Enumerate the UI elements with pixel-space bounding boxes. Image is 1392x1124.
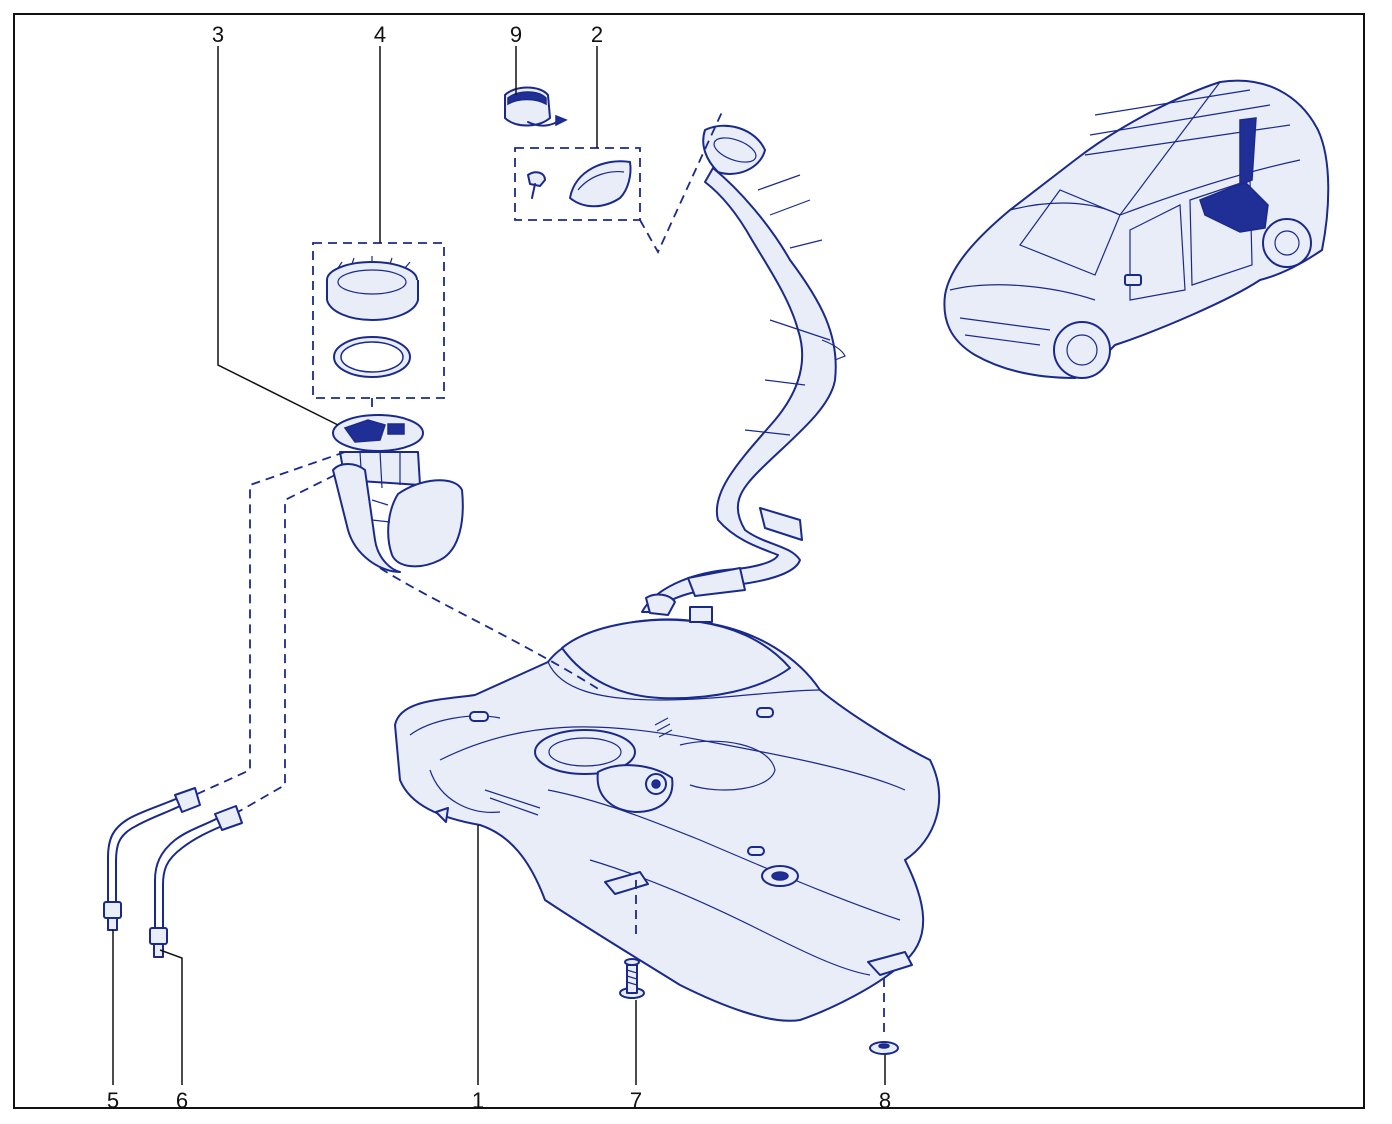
pump-connector-line-a (194, 451, 346, 796)
fuel-cap-housing (527, 160, 632, 208)
vehicle-locator-view (943, 79, 1330, 379)
callout-1: 1 (472, 1088, 484, 1113)
fuel-line-5 (103, 787, 201, 931)
fuel-tank (394, 618, 941, 1022)
pump-connector-line-b (237, 474, 336, 813)
callout-3: 3 (212, 22, 224, 47)
leader-lines (112, 46, 886, 1085)
filler-neck-link-line (639, 111, 723, 254)
callout-7: 7 (630, 1088, 642, 1113)
callout-5: 5 (107, 1088, 119, 1113)
mounting-grommet (869, 1041, 899, 1055)
callout-4: 4 (374, 22, 386, 47)
callout-8: 8 (879, 1088, 891, 1113)
pump-locking-ring (326, 256, 419, 321)
fuel-pump-module (332, 414, 464, 573)
pump-seal-ring (333, 336, 411, 378)
diagram-frame (13, 13, 1365, 1109)
callout-2: 2 (591, 22, 603, 47)
pump-to-tank-line (379, 567, 601, 691)
ring-seal-group-box (312, 242, 445, 399)
fuel-cap (504, 86, 568, 127)
cap-housing-group-box (514, 147, 641, 221)
mounting-bolt (619, 958, 645, 999)
fuel-filler-neck (641, 124, 846, 623)
callout-9: 9 (510, 22, 522, 47)
fuel-line-6 (149, 805, 243, 958)
callout-6: 6 (176, 1088, 188, 1113)
